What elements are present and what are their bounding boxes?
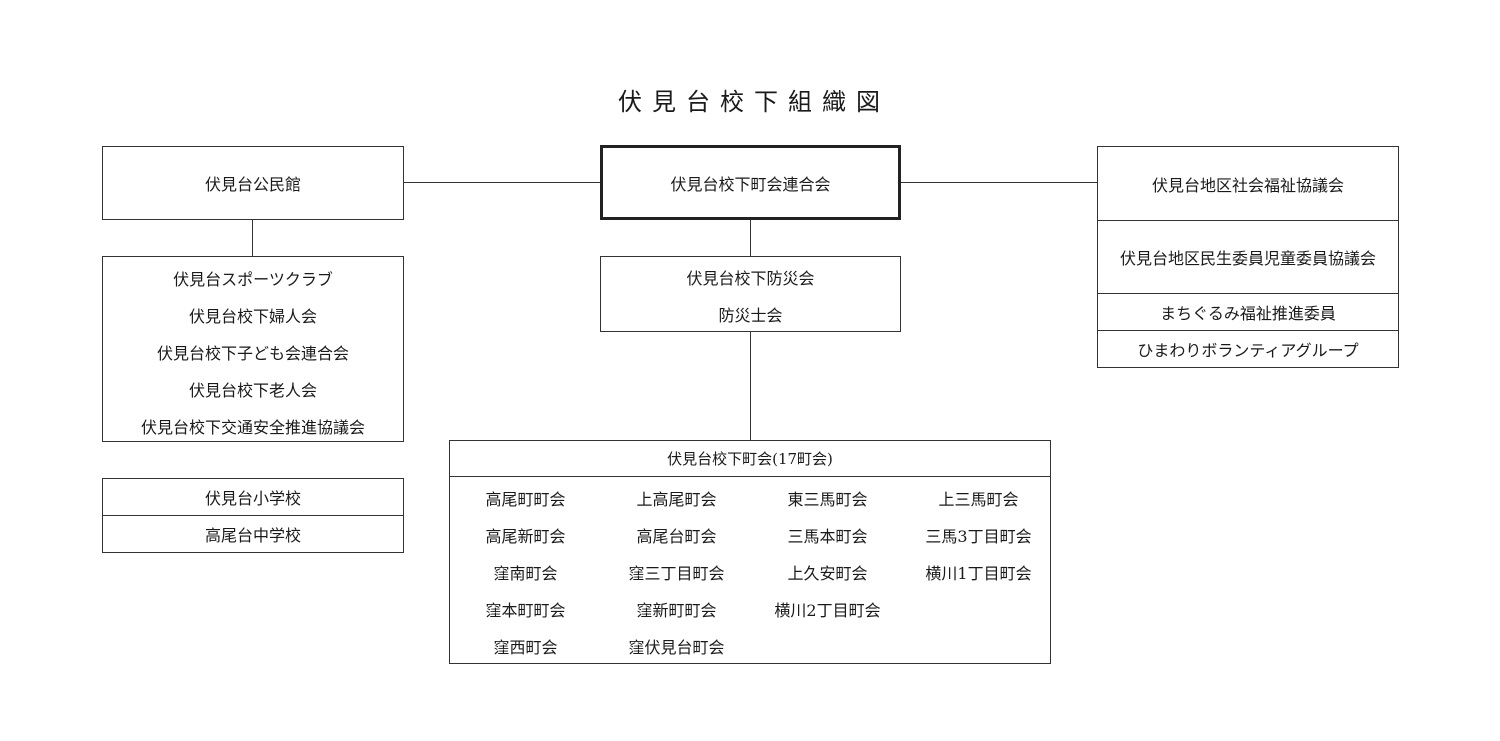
welfare-box: 伏見台地区社会福祉協議会 伏見台地区民生委員児童委員協議会 まちぐるみ福祉推進委… [1097,146,1399,368]
town-cell [752,627,903,664]
town-cell: 上久安町会 [787,563,868,583]
town-cell: 窪西町会 [493,637,558,657]
school-item: 伏見台小学校 [204,489,301,508]
group-item: 伏見台スポーツクラブ [173,269,333,289]
town-cell: 横川2丁目町会 [774,600,881,620]
disaster-item: 防災士会 [718,305,783,325]
town-cell [903,627,1054,664]
town-cell: 窪三丁目町会 [628,563,725,583]
page-title: 伏見台校下組織図 [618,88,890,116]
town-associations-box: 伏見台校下町会(17町会) 高尾町町会 上高尾町会 東三馬町会 上三馬町会 高尾… [449,440,1051,664]
hall-box: 伏見台公民館 [102,146,404,220]
town-cell: 高尾新町会 [485,526,566,546]
group-item: 伏見台校下交通安全推進協議会 [140,417,365,437]
group-item: 伏見台校下子ども会連合会 [156,343,349,363]
town-cell [903,590,1054,627]
welfare-item: ひまわりボランティアグループ [1098,330,1398,366]
town-cell: 東三馬町会 [787,489,868,509]
group-item: 伏見台校下婦人会 [188,306,317,326]
disaster-box: 伏見台校下防災会 防災士会 [600,256,901,332]
group-item: 伏見台校下老人会 [188,380,317,400]
town-cell: 窪本町町会 [485,600,566,620]
disaster-item: 伏見台校下防災会 [686,268,815,288]
connector-main-to-disaster [750,219,751,257]
town-associations-header: 伏見台校下町会(17町会) [450,441,1050,477]
connector-main-to-welfare [900,182,1098,183]
town-cell: 窪南町会 [493,563,558,583]
connector-disaster-to-towns [750,331,751,441]
town-cell: 上三馬町会 [938,489,1019,509]
main-federation-box: 伏見台校下町会連合会 [600,145,901,220]
town-cell: 窪伏見台町会 [628,637,725,657]
town-cell: 高尾町町会 [485,489,566,509]
connector-hall-to-main [403,182,601,183]
town-grid: 高尾町町会 上高尾町会 東三馬町会 上三馬町会 高尾新町会 高尾台町会 三馬本町… [450,477,1050,664]
town-cell: 高尾台町会 [636,526,717,546]
town-cell: 窪新町町会 [636,600,717,620]
welfare-item: 伏見台地区社会福祉協議会 [1151,175,1344,195]
town-cell: 三馬3丁目町会 [925,526,1032,546]
connector-hall-to-groups [252,219,253,257]
schools-box: 伏見台小学校 高尾台中学校 [102,478,404,553]
welfare-item: まちぐるみ福祉推進委員 [1098,293,1398,330]
town-cell: 横川1丁目町会 [925,563,1032,583]
school-item: 高尾台中学校 [103,515,403,551]
welfare-item: 伏見台地区民生委員児童委員協議会 [1098,220,1398,293]
affiliated-groups-box: 伏見台スポーツクラブ 伏見台校下婦人会 伏見台校下子ども会連合会 伏見台校下老人… [102,256,404,442]
town-cell: 三馬本町会 [787,526,868,546]
town-cell: 上高尾町会 [636,489,717,509]
